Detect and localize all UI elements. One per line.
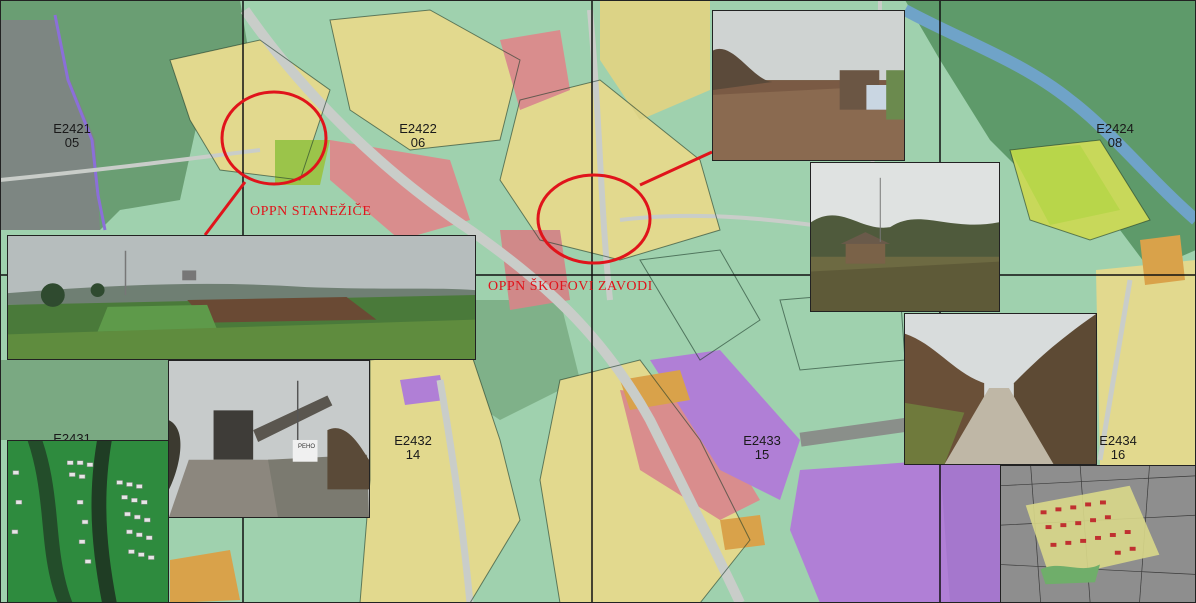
- zone-label-skofovi: OPPN ŠKOFOVI ZAVODI: [488, 279, 653, 294]
- sheet-code: E2421: [53, 121, 91, 136]
- photo-forest-road: [904, 313, 1097, 465]
- special-area: [1140, 235, 1185, 285]
- sheet-label-e2421: E2421 05: [42, 122, 102, 150]
- sheet-code: E2432: [394, 433, 432, 448]
- sheet-label-e2432: E2432 14: [383, 434, 443, 462]
- special-area: [170, 550, 240, 603]
- sheet-number: 08: [1107, 135, 1123, 150]
- sheet-label-e2422: E2422 06: [388, 122, 448, 150]
- sign-board: [292, 439, 318, 462]
- boundary-line: [53, 14, 107, 231]
- sheet-label-e2433: E2433 15: [732, 434, 792, 462]
- highlight-ellipse-skofovi: [536, 173, 652, 265]
- inset-3d-city-model: [7, 440, 169, 603]
- leader-line: [203, 181, 247, 236]
- sheet-code: E2434: [1099, 433, 1137, 448]
- residential-area: [1096, 260, 1196, 470]
- sheet-number: 05: [64, 135, 80, 150]
- leader-line: [639, 150, 713, 187]
- river: [902, 4, 1196, 225]
- sheet-code: E2424: [1096, 121, 1134, 136]
- industrial-area: [400, 375, 445, 405]
- grey-band: [799, 417, 911, 447]
- special-area: [720, 515, 765, 550]
- commercial-area: [500, 30, 570, 110]
- sheet-number: 14: [405, 447, 421, 462]
- residential-area: [330, 10, 520, 150]
- residential-area: [600, 0, 710, 120]
- highlight-ellipse-stanezice: [220, 90, 328, 186]
- field-area: [1010, 145, 1120, 225]
- sign-text: РЕНО: [297, 444, 315, 450]
- photo-field-shed: [712, 10, 905, 161]
- sheet-code: E2422: [399, 121, 437, 136]
- inset-aerial-development: [1000, 465, 1196, 603]
- commercial-area: [330, 140, 470, 240]
- photo-industrial-plant: РЕНО: [168, 360, 370, 518]
- photo-panorama-fields: [7, 235, 476, 360]
- sheet-number: 15: [754, 447, 770, 462]
- forest-area: [470, 300, 580, 420]
- sheet-number: 06: [410, 135, 426, 150]
- sheet-label-e2424: E2424 08: [1085, 122, 1145, 150]
- industrial-area: [650, 350, 800, 500]
- zone-label-stanezice: OPPN STANEŽIČE: [250, 204, 372, 219]
- sheet-number: 16: [1110, 447, 1126, 462]
- sheet-label-e2434: E2434 16: [1088, 434, 1148, 462]
- sheet-code: E2433: [743, 433, 781, 448]
- photo-garden-cabin: [810, 162, 1000, 312]
- residential-area: [360, 350, 520, 603]
- field-area: [275, 140, 330, 185]
- industrial-area: [940, 460, 1000, 603]
- forest-area: [0, 360, 170, 440]
